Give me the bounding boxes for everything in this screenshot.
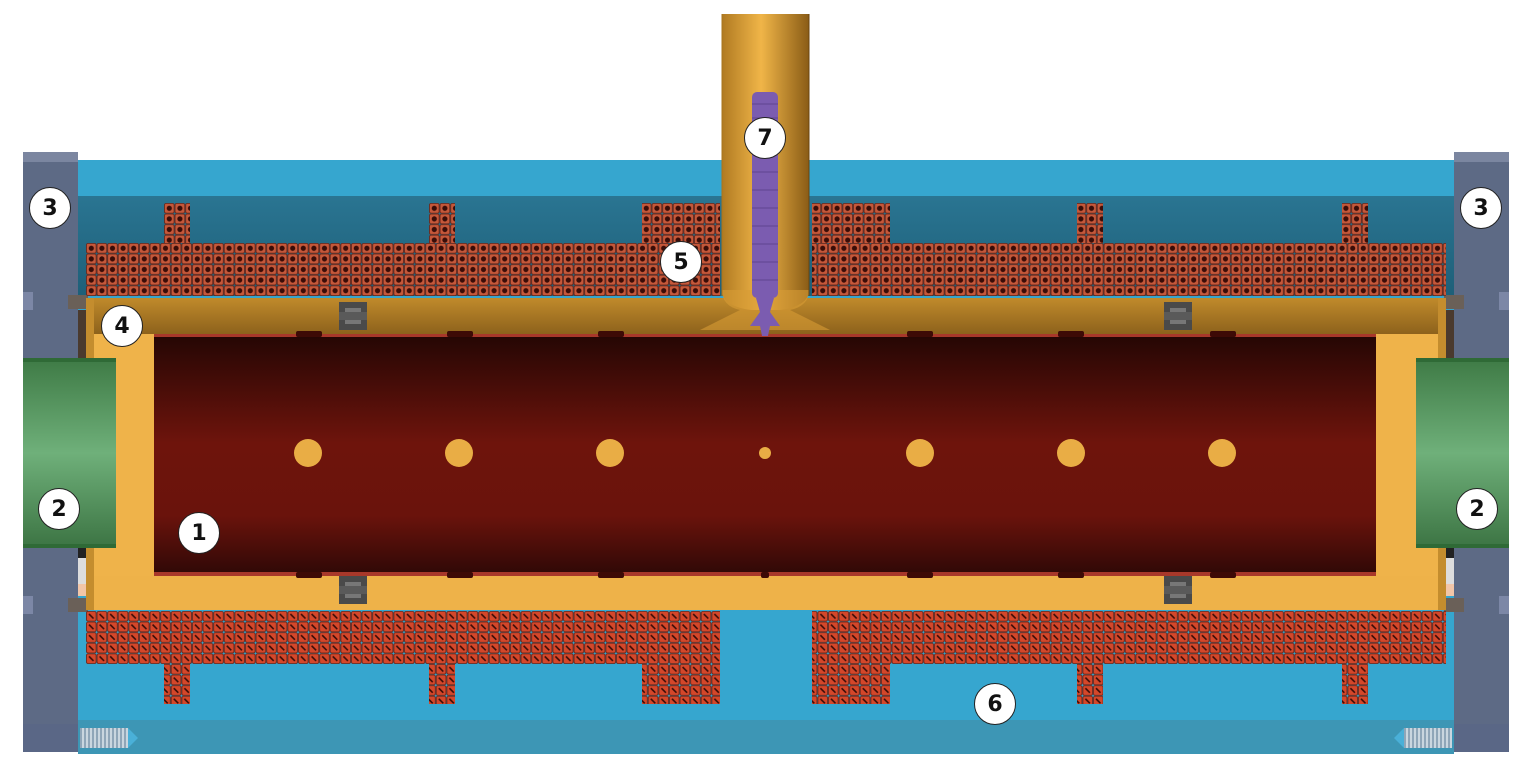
top-coil-stack [164,203,190,243]
clamps [339,302,1192,604]
bottom-coil-stack [812,664,890,704]
top-coil-stack [812,203,890,243]
right-bottom-tab [1454,724,1509,752]
callout-1: 1 [178,512,220,554]
bottom-coil-stack [1077,664,1103,704]
callout-6: 6 [974,683,1016,725]
left-bottom-tab [23,724,78,752]
right-screw-tip [1394,728,1404,748]
top-coil-stack [1342,203,1368,243]
callout-2-right: 2 [1456,488,1498,530]
top-coil-rows-right [812,243,1446,296]
bottom-coil-rows-left [86,611,720,664]
callout-3-right: 3 [1460,187,1502,229]
top-coil-stack [642,203,720,243]
right-magnet-rim-bottom [1416,544,1509,548]
left-magnet-rim-bottom [23,544,116,548]
base-plate [78,720,1454,754]
callout-2-left: 2 [38,488,80,530]
left-screw [80,728,128,748]
left-screw-tip [128,728,138,748]
bore-holes [294,439,1236,467]
callout-4: 4 [101,305,143,347]
bottom-coil-rows-right [812,611,1446,664]
right-magnet-rim-top [1416,358,1509,362]
bottom-coil-stack [642,664,720,704]
bottom-coil-stack [164,664,190,704]
top-coil-stack [1077,203,1103,243]
left-magnet-rim-top [23,358,116,362]
bottom-coil-stack [429,664,455,704]
bottom-coil-stack [1342,664,1368,704]
callout-3-left: 3 [29,187,71,229]
callout-5: 5 [660,241,702,283]
brass-body-bottom-band [86,576,1446,610]
right-screw [1404,728,1452,748]
callout-7: 7 [744,117,786,159]
top-coil-rows-left [86,243,720,296]
bore-ports [296,331,1236,578]
top-coil-stack [429,203,455,243]
